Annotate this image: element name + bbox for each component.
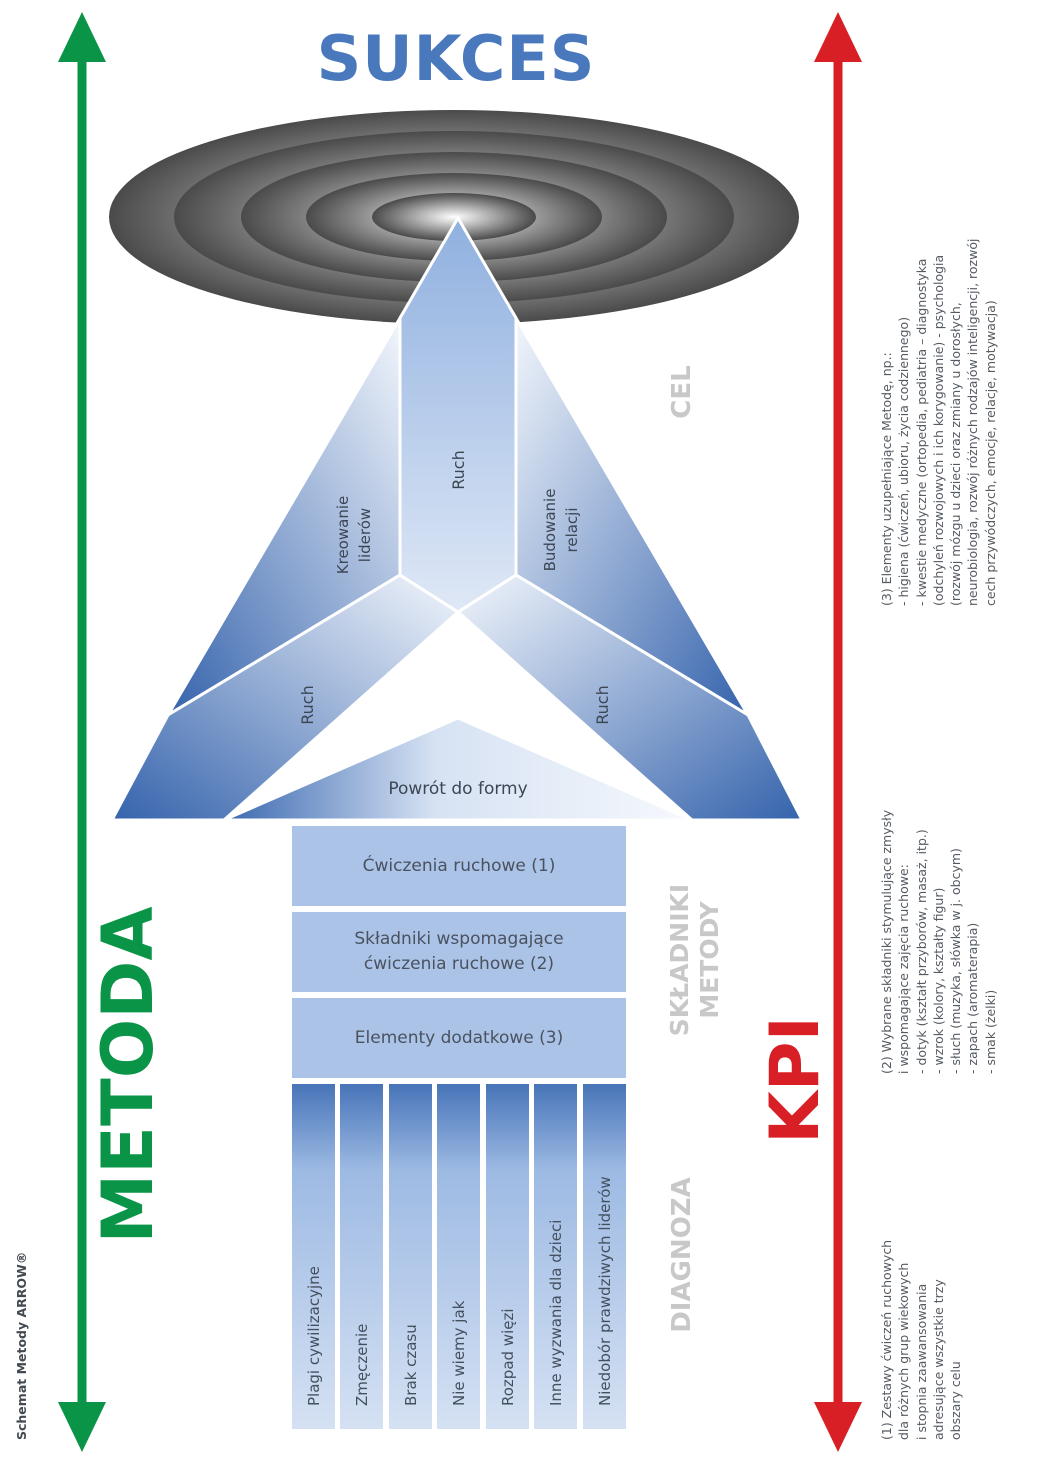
footnote-3: (3) Elementy uzupełniające Metodę, np.: … — [878, 46, 999, 606]
components-section-label-line2: METODY — [695, 900, 724, 1018]
footnote-line: dla różnych grup wiekowych — [896, 1262, 912, 1440]
lower-right-ruch-label: Ruch — [593, 685, 612, 724]
footnote-line: - słuch (muzyka, słówka w j. obcym) — [948, 848, 963, 1074]
component-3-line1: Elementy dodatkowe (3) — [354, 1027, 564, 1048]
components-section-label-line1: SKŁADNIKI — [665, 884, 694, 1036]
diagnosis-strip — [486, 1084, 529, 1429]
component-2-line2: ćwiczenia ruchowe (2) — [363, 954, 555, 974]
success-title: SUKCES — [316, 22, 596, 95]
diagnosis-item-1: Plagi cywilizacyjne — [292, 1084, 335, 1429]
footnote-line: (1) Zestawy ćwiczeń ruchowych — [879, 1239, 894, 1440]
footnote-line: - higiena (ćwiczeń, ubioru, życia codzie… — [896, 316, 912, 606]
footnote-line: - smak (żelki) — [982, 989, 998, 1074]
diagnosis-item-6: Inne wyzwania dla dzieci — [534, 1084, 577, 1429]
method-label: METODA — [87, 906, 169, 1243]
component-bar-3 — [292, 998, 626, 1078]
leadership-label-line1: Kreowanie — [334, 496, 352, 574]
diagnosis-label: Nie wiemy jak — [450, 1300, 468, 1406]
relations-label-line2: relacji — [563, 507, 581, 552]
method-arrow — [58, 12, 106, 1452]
diagnosis-item-4: Nie wiemy jak — [437, 1084, 480, 1429]
component-label-2: Składniki wspomagające ćwiczenia ruchowe… — [292, 912, 626, 992]
footnote-line: - dotyk (kształt przyborów, masaż, itp.) — [913, 829, 929, 1074]
footnote-line: (odchyleń rozwojowych i ich korygowanie)… — [930, 254, 946, 606]
goal-section-label: CEL — [667, 365, 697, 418]
base-chevron — [223, 716, 693, 822]
diagnosis-strip — [534, 1084, 577, 1429]
diagnosis-item-2: Zmęczenie — [340, 1084, 383, 1429]
component-label-3: Elementy dodatkowe (3) — [292, 998, 626, 1078]
footnote-1: (1) Zestawy ćwiczeń ruchowych dla różnyc… — [878, 1120, 964, 1440]
kpi-label: KPI — [756, 1016, 835, 1144]
central-arrow — [398, 215, 518, 614]
component-bar-1 — [292, 826, 626, 906]
diagnosis-label: Niedobór prawdziwych liderów — [596, 1176, 614, 1406]
leadership-label-line2: liderów — [356, 508, 374, 562]
footnote-line: adresujące wszystkie trzy — [930, 1279, 946, 1440]
diagnosis-item-7: Niedobór prawdziwych liderów — [583, 1084, 626, 1429]
footnote-line: - wzrok (kolory, kształty figur) — [930, 887, 946, 1074]
lower-left-ruch-label: Ruch — [298, 685, 317, 724]
footnote-line: - zapach (aromaterapia) — [965, 922, 981, 1074]
diagnosis-strip — [340, 1084, 383, 1429]
diagnosis-strip — [389, 1084, 432, 1429]
diagram-caption: Schemat Metody ARROW® — [14, 1252, 29, 1440]
footnote-line: (rozwój mózgu u dzieci oraz zmiany u dor… — [948, 302, 963, 606]
diagnosis-label: Rozpad więzi — [499, 1308, 517, 1406]
footnote-line: neurobiologia, rozwój różnych rodzajów i… — [965, 238, 981, 606]
diagnosis-label: Brak czasu — [402, 1324, 420, 1406]
diagnosis-label: Zmęczenie — [353, 1323, 371, 1406]
component-label-1: Ćwiczenia ruchowe (1) — [292, 826, 626, 906]
kpi-arrow — [814, 12, 862, 1452]
footnote-line: obszary celu — [948, 1361, 963, 1440]
component-bar-2 — [292, 912, 626, 992]
component-2-line1: Składniki wspomagające — [354, 929, 564, 950]
diagnosis-label: Plagi cywilizacyjne — [305, 1266, 323, 1406]
component-1-line1: Ćwiczenia ruchowe (1) — [362, 855, 556, 876]
center-ruch-label: Ruch — [449, 450, 468, 489]
diagnosis-section-label: DIAGNOZA — [667, 1177, 697, 1333]
footnote-line: (3) Elementy uzupełniające Metodę, np.: — [879, 352, 894, 606]
diagnosis-strip — [583, 1084, 626, 1429]
footnote-line: (2) Wybrane składniki stymulujące zmysły — [879, 809, 894, 1074]
footnote-line: i stopnia zaawansowania — [913, 1283, 929, 1440]
footnote-line: i wspomagające zajęcia ruchowe: — [896, 864, 912, 1074]
diagnosis-label: Inne wyzwania dla dzieci — [547, 1219, 565, 1406]
diagnosis-item-3: Brak czasu — [389, 1084, 432, 1429]
diagnosis-item-5: Rozpad więzi — [486, 1084, 529, 1429]
diagnosis-strip — [292, 1084, 335, 1429]
diagnosis-strip — [437, 1084, 480, 1429]
footnote-line: - kwestie medyczne (ortopedia, pediatria… — [913, 258, 929, 606]
footnote-2: (2) Wybrane składniki stymulujące zmysły… — [878, 654, 999, 1074]
footnote-line: cech przywódczych, emocje, relacje, moty… — [982, 300, 998, 606]
relations-label-line1: Budowanie — [541, 489, 559, 572]
base-label: Powrót do formy — [388, 779, 527, 799]
success-target-rings — [109, 110, 799, 324]
